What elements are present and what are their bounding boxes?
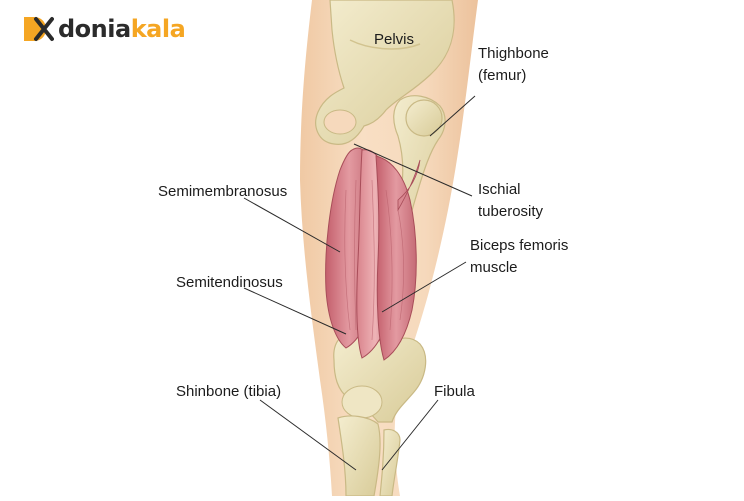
label-semitendinosus: Semitendinosus — [176, 274, 283, 291]
label-biceps-line1: Biceps femoris — [470, 237, 569, 254]
leader-shinbone — [259, 399, 357, 471]
label-ischial-line1: Ischial — [478, 181, 521, 198]
leader-fibula — [381, 399, 439, 471]
pelvis-bone — [315, 0, 455, 145]
leader-semimembranosus — [243, 197, 341, 253]
label-pelvis: Pelvis — [374, 31, 415, 48]
dx-logo-icon — [24, 17, 54, 41]
label-semimembranosus: Semimembranosus — [158, 183, 288, 200]
label-thighbone-line2: (femur) — [478, 67, 527, 84]
label-ischial-line2: tuberosity — [478, 203, 544, 220]
label-fibula: Fibula — [434, 383, 475, 400]
leader-lines — [243, 95, 476, 471]
leader-ischial — [353, 143, 473, 197]
label-biceps-line2: muscle — [470, 259, 518, 276]
tibia-bone — [337, 415, 381, 497]
label-shinbone: Shinbone (tibia) — [176, 383, 282, 400]
leader-semitendinosus — [243, 287, 347, 335]
leader-thighbone — [429, 95, 476, 137]
leader-biceps — [381, 261, 467, 313]
label-thighbone-line1: Thighbone — [478, 45, 549, 62]
brand-name-dark: donia — [58, 15, 131, 43]
brand-logo: doniakala — [22, 12, 186, 46]
fibula-bone — [379, 428, 401, 497]
brand-name: doniakala — [58, 15, 186, 43]
brand-name-accent: kala — [130, 15, 186, 43]
